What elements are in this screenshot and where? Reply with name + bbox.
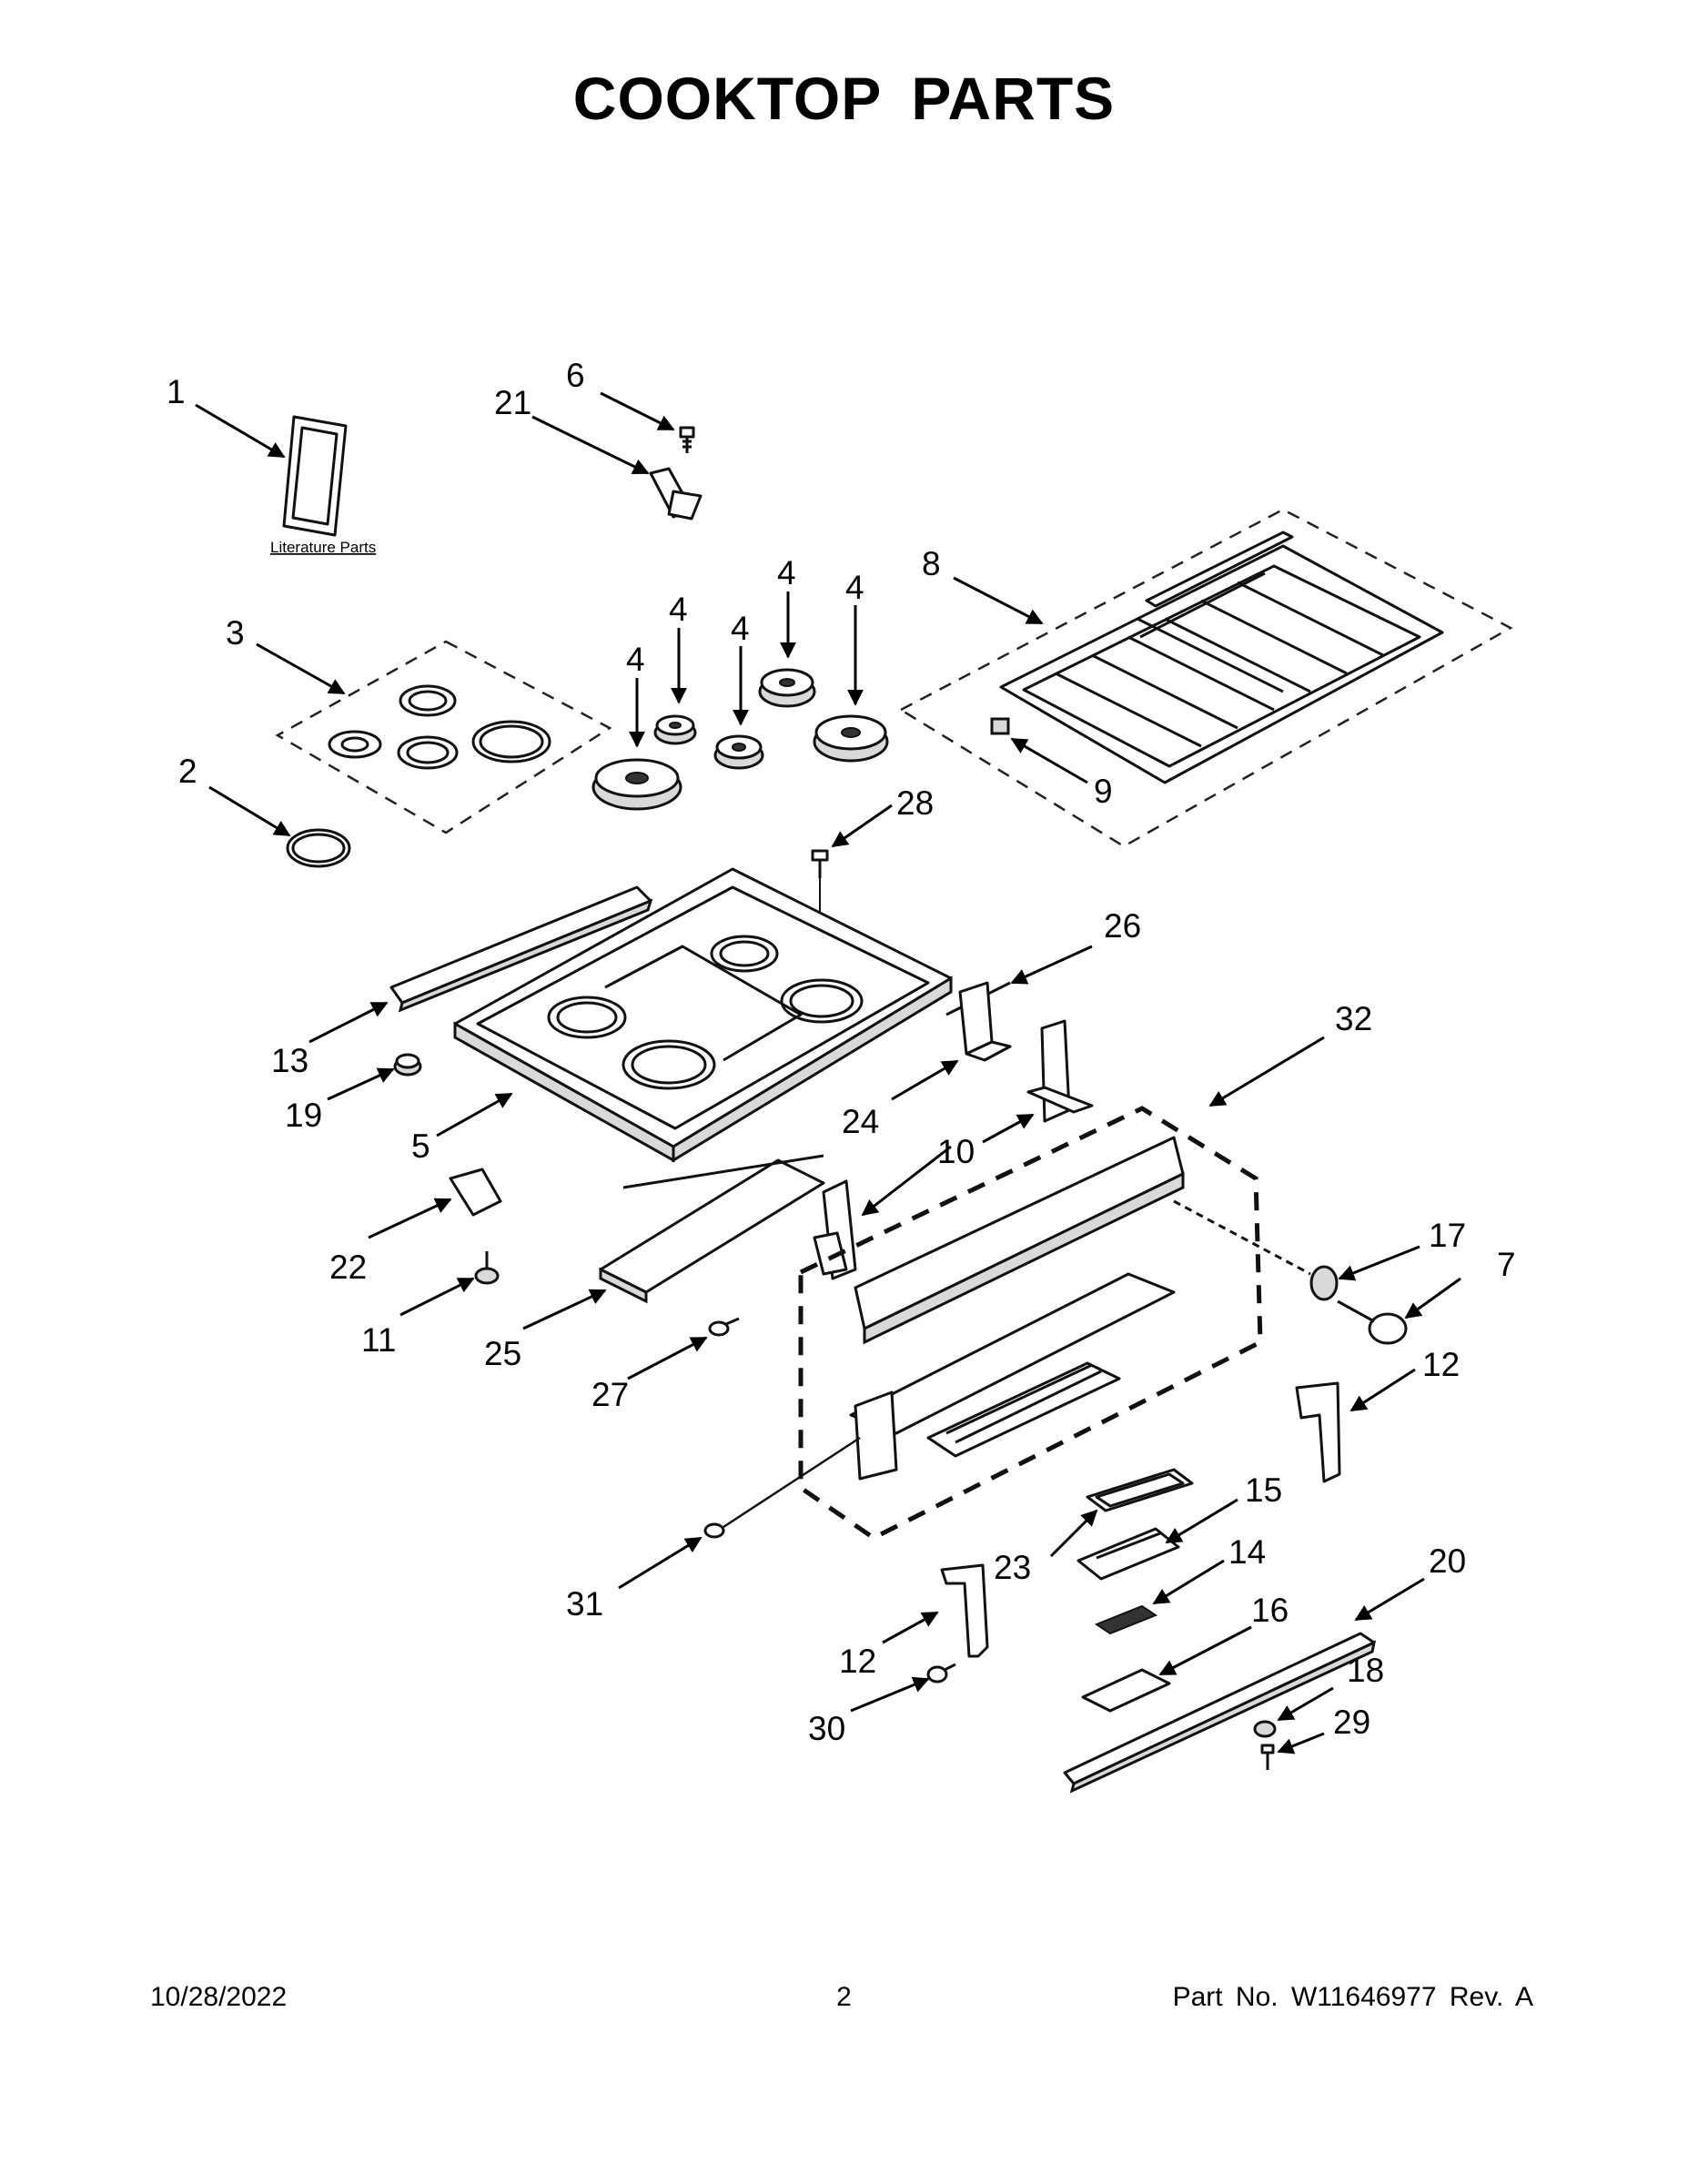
part-16-plate[interactable] <box>1081 1668 1171 1713</box>
callout-4-large-left: 4 <box>626 641 645 678</box>
callout-32: 32 <box>1335 1000 1372 1037</box>
part-25-panel[interactable] <box>599 1154 825 1304</box>
part-12-end-cap-left[interactable] <box>940 1563 989 1658</box>
callout-21: 21 <box>494 384 531 421</box>
callout-14: 14 <box>1228 1533 1266 1571</box>
callout-28: 28 <box>896 784 934 822</box>
part-12-end-cap-right[interactable] <box>1295 1381 1341 1483</box>
part-4-burner-rear[interactable] <box>758 668 816 708</box>
callout-8: 8 <box>922 545 941 582</box>
callout-7: 7 <box>1497 1246 1516 1283</box>
part-4-burner-medium[interactable] <box>713 734 764 770</box>
callout-4-medium: 4 <box>731 610 750 647</box>
part-7-knob[interactable] <box>1337 1299 1408 1345</box>
part-5-cooktop-main-top[interactable] <box>453 867 953 1163</box>
callout-9: 9 <box>1094 773 1113 810</box>
part-27-screw[interactable] <box>708 1317 740 1337</box>
part-22-clip[interactable] <box>449 1168 502 1217</box>
callout-22: 22 <box>329 1249 367 1286</box>
callout-6: 6 <box>566 357 585 394</box>
part-10-bracket-right[interactable] <box>1026 1019 1094 1123</box>
callout-12-left: 12 <box>839 1643 876 1680</box>
part-20-front-rail[interactable] <box>1063 1632 1377 1794</box>
callout-2: 2 <box>178 753 197 790</box>
part-4-burner-large-right[interactable] <box>813 714 889 763</box>
part-4-burner-small[interactable] <box>653 714 697 745</box>
callout-19: 19 <box>285 1097 322 1134</box>
callout-labels: 1 6 21 3 2 4 4 4 4 4 8 9 28 26 32 13 19 … <box>167 357 1516 1747</box>
part-18-nut[interactable] <box>1253 1720 1277 1738</box>
part-19-grommet[interactable] <box>393 1053 422 1077</box>
part-2-ring[interactable] <box>286 828 351 868</box>
callout-10-right: 10 <box>937 1133 975 1170</box>
callout-5: 5 <box>411 1127 430 1165</box>
part-11-leveling-foot[interactable] <box>474 1251 500 1285</box>
part-4-burner-large-left[interactable] <box>591 758 682 811</box>
callout-16: 16 <box>1251 1592 1289 1629</box>
callout-24: 24 <box>842 1103 879 1140</box>
part-8-grates[interactable] <box>898 508 1513 848</box>
part-13-side-trim[interactable] <box>389 885 653 1013</box>
part-15-control-board[interactable] <box>1076 1527 1180 1581</box>
part-1-literature-booklet[interactable] <box>282 415 348 537</box>
part-6-screw[interactable] <box>679 426 695 453</box>
part-30-screw[interactable] <box>926 1663 956 1684</box>
part-24-bracket[interactable] <box>958 981 1012 1062</box>
part-10-bracket-left[interactable] <box>813 1179 857 1280</box>
leader-lines <box>195 391 1461 1754</box>
callout-1: 1 <box>167 373 186 410</box>
part-29-screw[interactable] <box>1260 1744 1275 1770</box>
callout-4-rear: 4 <box>777 554 796 592</box>
part-23-gasket[interactable] <box>1086 1468 1194 1512</box>
callout-3: 3 <box>226 614 245 652</box>
callout-18: 18 <box>1347 1652 1384 1689</box>
callout-13: 13 <box>271 1042 308 1079</box>
callout-27: 27 <box>591 1376 629 1413</box>
callout-25: 25 <box>484 1335 521 1372</box>
callout-26: 26 <box>1104 907 1141 945</box>
callout-23: 23 <box>994 1549 1031 1586</box>
callout-4-small: 4 <box>669 591 688 628</box>
footer-page-number: 2 <box>836 1982 852 2012</box>
part-32-control-panel-assembly[interactable] <box>798 1106 1263 1541</box>
part-21-bracket[interactable] <box>649 467 702 521</box>
callout-17: 17 <box>1429 1217 1466 1254</box>
callout-29: 29 <box>1333 1704 1370 1741</box>
footer-part-number: Part No. W11646977 Rev. A <box>1172 1982 1533 2012</box>
footer-date: 10/28/2022 <box>150 1982 288 2012</box>
callout-15: 15 <box>1245 1471 1282 1509</box>
page-title: COOKTOP PARTS <box>572 65 1116 132</box>
part-17-bezel[interactable] <box>1173 1199 1339 1301</box>
callout-30: 30 <box>808 1710 845 1747</box>
part-3-burner-cap-kit[interactable] <box>275 640 612 834</box>
callout-12-right: 12 <box>1422 1346 1460 1383</box>
literature-parts-label: Literature Parts <box>270 539 376 556</box>
callout-11: 11 <box>361 1321 396 1359</box>
part-31-screw[interactable] <box>703 1436 861 1539</box>
callout-20: 20 <box>1429 1542 1466 1580</box>
part-9-grate-foot[interactable] <box>990 717 1010 735</box>
callout-4-large-right: 4 <box>845 569 864 606</box>
part-14-keypad[interactable] <box>1094 1604 1158 1635</box>
callout-31: 31 <box>566 1585 603 1623</box>
